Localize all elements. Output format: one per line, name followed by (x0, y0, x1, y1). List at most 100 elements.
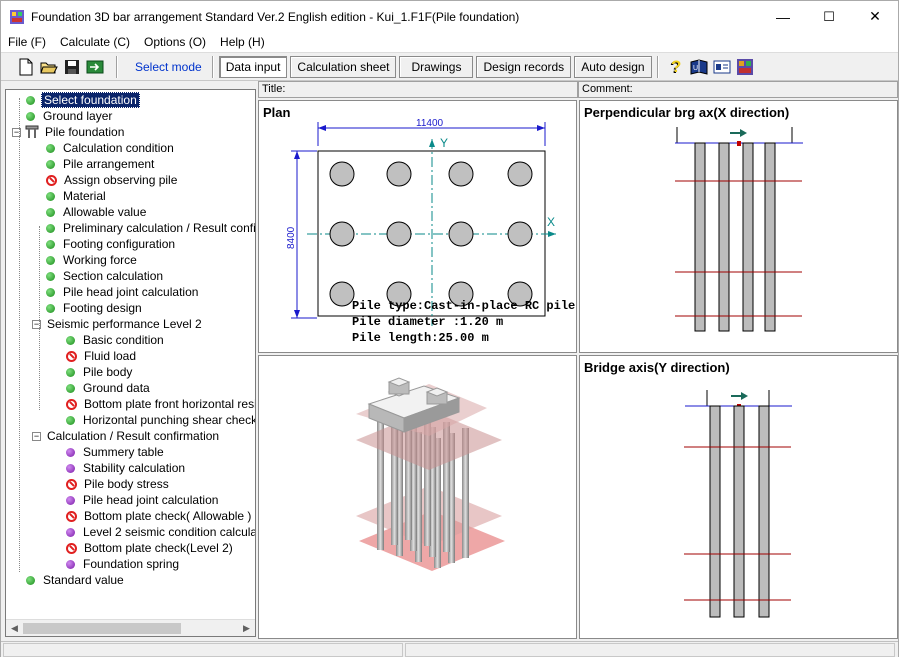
tree-item[interactable]: Preliminary calculation / Result confirm… (46, 220, 256, 236)
tree-item[interactable]: Standard value (26, 572, 126, 588)
tree-item[interactable]: Pile head joint calculation (66, 492, 220, 508)
tree-item-label: Working force (63, 253, 137, 267)
tree-item[interactable]: Bottom plate check(Level 2) (66, 540, 235, 556)
tab-calculation-sheet[interactable]: Calculation sheet (290, 55, 397, 78)
y-axis-arrow (429, 139, 435, 147)
tree-item[interactable]: Material (46, 188, 108, 204)
app-icon (10, 9, 24, 24)
tab-auto-design[interactable]: Auto design (574, 55, 652, 78)
tree-item[interactable]: Section calculation (46, 268, 165, 284)
tree-item[interactable]: Stability calculation (66, 460, 187, 476)
menu-calculate[interactable]: Calculate (C) (60, 35, 131, 49)
pile-3d (377, 420, 384, 550)
collapse-icon[interactable]: − (32, 318, 41, 329)
minimize-button[interactable]: — (760, 1, 806, 32)
foundation-icon[interactable] (734, 56, 756, 78)
pile-3d (462, 428, 469, 558)
tree-item[interactable]: Bottom plate check( Allowable ) (66, 508, 253, 524)
tree-item[interactable]: Assign observing pile (46, 172, 179, 188)
x-direction-elevation-panel[interactable]: Perpendicular brg ax(X direction) (579, 100, 898, 353)
tree-item-label: Preliminary calculation / Result confirm… (63, 221, 256, 235)
y-direction-elevation-panel[interactable]: Bridge axis(Y direction) (579, 355, 898, 639)
menu-file[interactable]: File (F) (8, 35, 46, 49)
pile-3d (434, 438, 441, 568)
title-header[interactable]: Title: (258, 81, 578, 98)
collapse-icon[interactable]: − (12, 126, 21, 137)
pile-circle (386, 281, 412, 307)
save-disk-icon[interactable] (61, 56, 83, 78)
status-complete-icon (46, 287, 55, 297)
tree-item[interactable]: Foundation spring (66, 556, 181, 572)
tree-item[interactable]: Footing design (46, 300, 144, 316)
tree-item[interactable]: Calculation condition (46, 140, 176, 156)
maximize-button[interactable]: ☐ (806, 1, 852, 32)
help-icon[interactable]: ?? (665, 56, 687, 78)
pile-3d (415, 432, 422, 562)
tree-item[interactable]: Pile head joint calculation (46, 284, 200, 300)
collapse-icon[interactable]: − (32, 430, 41, 441)
tree-item[interactable]: Ground data (66, 380, 152, 396)
tree-item[interactable]: Pile body (66, 364, 134, 380)
plan-view-panel[interactable]: Plan 11400 8400 Y X (258, 100, 577, 353)
tree-item[interactable]: Level 2 seismic condition calculation (66, 524, 255, 540)
tree-item[interactable]: Footing configuration (46, 236, 177, 252)
open-folder-icon[interactable] (38, 56, 60, 78)
tree-connector (19, 98, 20, 572)
tree-item-label: Pile head joint calculation (63, 285, 199, 299)
book-icon[interactable]: U (688, 56, 710, 78)
pile-elevation (758, 405, 770, 618)
menu-help[interactable]: Help (H) (220, 35, 265, 49)
pile-elevation (733, 405, 745, 618)
pile-3d (448, 433, 455, 563)
menu-options[interactable]: Options (O) (144, 35, 207, 49)
pile-info: Pile type:Cast-in-place RC pile Pile dia… (352, 298, 575, 346)
toolbar-separator (211, 55, 214, 78)
scroll-left-icon[interactable]: ◀ (11, 623, 18, 633)
tree-item[interactable]: Pile arrangement (46, 156, 156, 172)
svg-text:?: ? (671, 58, 681, 76)
tree-item[interactable]: −Pile foundation (12, 124, 126, 140)
pile-3d (443, 422, 450, 552)
pile-circle (507, 161, 533, 187)
tree-item-label: Summery table (83, 445, 164, 459)
tree-item[interactable]: −Calculation / Result confirmation (32, 428, 221, 444)
tree-item[interactable]: −Seismic performance Level 2 (32, 316, 204, 332)
width-dimension-label: 11400 (416, 118, 444, 129)
scrollbar-thumb[interactable] (23, 623, 181, 634)
tree-item[interactable]: Ground layer (26, 108, 114, 124)
maximize-icon: ☐ (823, 8, 835, 24)
tree-item[interactable]: Summery table (66, 444, 166, 460)
tab-data-input[interactable]: Data input (218, 55, 288, 78)
pile-elevation (764, 142, 776, 332)
tab-design-records[interactable]: Design records (476, 55, 572, 78)
status-complete-icon (46, 303, 55, 313)
tree-item[interactable]: Select foundation (26, 92, 140, 108)
direction-arrow-head (740, 129, 747, 137)
exit-icon[interactable] (84, 56, 106, 78)
tree-item[interactable]: Basic condition (66, 332, 166, 348)
footing-side (403, 397, 460, 433)
tree-item[interactable]: Horizontal punching shear check (66, 412, 255, 428)
tree-horizontal-scrollbar[interactable]: ◀ ▶ (6, 619, 255, 636)
new-file-icon[interactable] (15, 56, 37, 78)
tree-item[interactable]: Working force (46, 252, 139, 268)
comment-header[interactable]: Comment: (578, 81, 898, 98)
pile-foundation-icon (25, 125, 39, 138)
title-bar: Foundation 3D bar arrangement Standard V… (1, 1, 898, 32)
tree-item-label: Stability calculation (83, 461, 186, 475)
3d-view-panel[interactable] (258, 355, 577, 639)
tab-drawings[interactable]: Drawings (399, 55, 474, 78)
tree-item[interactable]: Fluid load (66, 348, 138, 364)
tree-item[interactable]: Pile body stress (66, 476, 171, 492)
tree-item-label: Bottom plate check( Allowable ) (84, 509, 252, 523)
scroll-right-icon[interactable]: ▶ (243, 623, 250, 633)
card-icon[interactable] (711, 56, 733, 78)
column-top (387, 377, 411, 387)
tree-item[interactable]: Bottom plate front horizontal resistance (66, 396, 255, 412)
close-button[interactable]: ✕ (852, 1, 898, 32)
toolbar-separator (116, 55, 118, 78)
select-mode-label[interactable]: Select mode (135, 59, 202, 74)
tree-item[interactable]: Allowable value (46, 204, 148, 220)
tree-item-label: Section calculation (63, 269, 164, 283)
